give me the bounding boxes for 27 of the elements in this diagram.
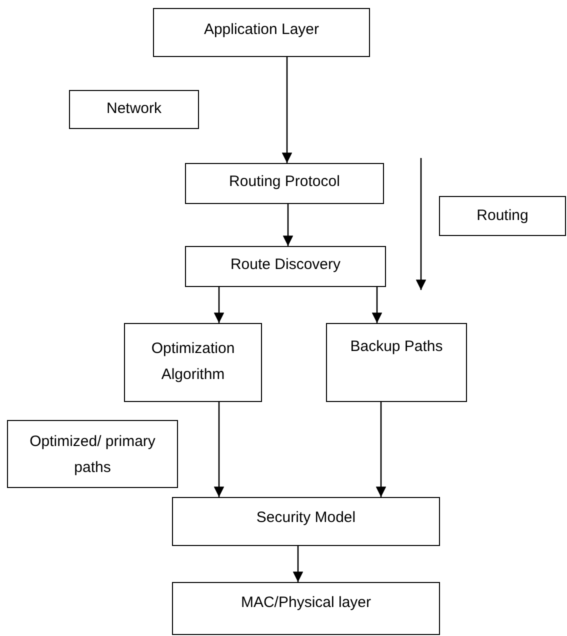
arrow [292,546,304,582]
box-label: Application Layer [204,20,320,40]
process-box [439,196,566,236]
process-box [172,497,440,546]
process-box [326,323,467,402]
arrow [282,204,294,246]
arrow [376,402,386,497]
box-label: Security Model [256,508,356,528]
box-label: Network [106,99,162,119]
box-label: Optimized/ primary paths [28,432,156,478]
process-box [185,246,386,287]
arrow [282,57,292,163]
arrow [214,287,224,323]
process-box [185,163,384,204]
arrow [372,287,382,323]
box-label: Routing [476,206,528,226]
process-box [153,8,370,57]
process-box [124,323,262,402]
arrow [214,402,224,497]
box-label: Routing Protocol [229,172,340,192]
process-box [69,90,199,129]
process-box [7,420,178,488]
box-label: Optimization Algorithm [150,339,236,385]
box-label: Route Discovery [230,255,341,275]
box-label: Backup Paths [350,337,443,357]
process-box [172,582,440,635]
box-label: MAC/Physical layer [240,593,372,613]
